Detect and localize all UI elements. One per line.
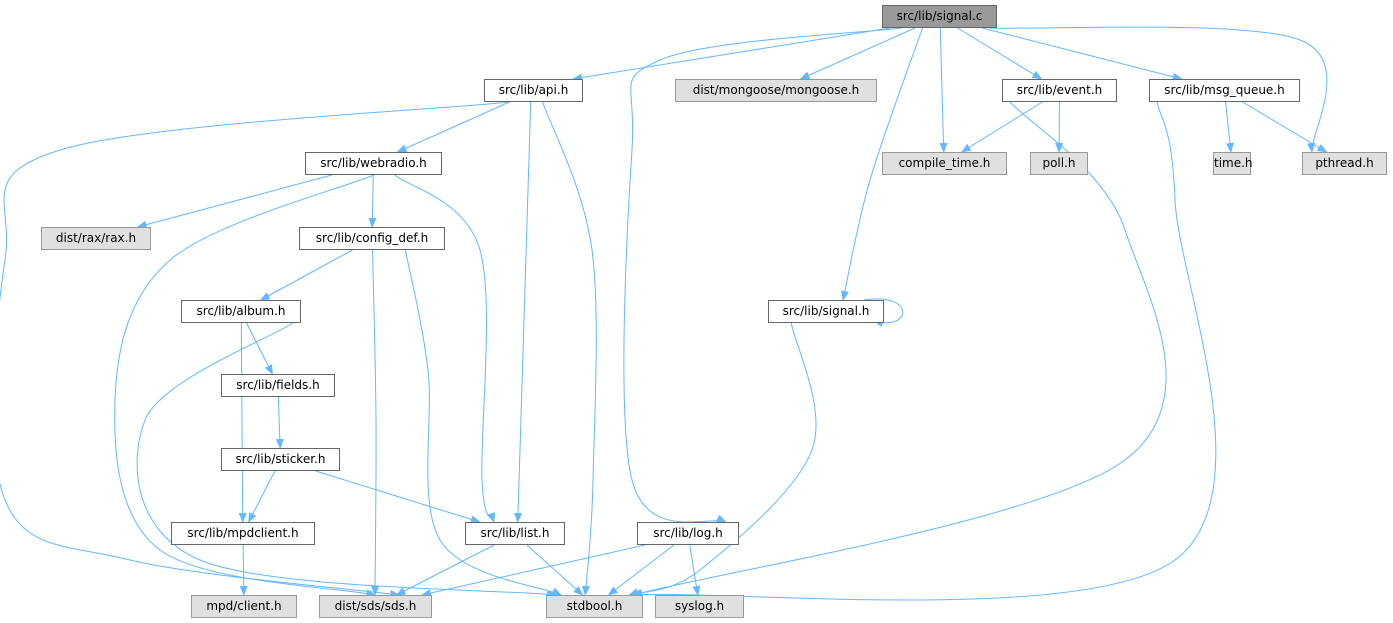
edge-api_h-to-stdbool xyxy=(542,101,597,596)
edge-signal_h-to-stdbool xyxy=(628,322,817,596)
node-fields[interactable]: src/lib/fields.h xyxy=(221,374,335,397)
edge-signal_c-to-api_h xyxy=(572,27,891,82)
edge-msg_queue-to-pthread xyxy=(1242,101,1328,153)
node-mongoose[interactable]: dist/mongoose/mongoose.h xyxy=(675,79,877,102)
edge-signal_c-to-mongoose xyxy=(799,27,916,80)
node-event-h[interactable]: src/lib/event.h xyxy=(1002,79,1117,102)
node-poll[interactable]: poll.h xyxy=(1030,152,1088,175)
edge-signal_c-to-signal_h xyxy=(841,27,923,301)
edge-album-to-fields xyxy=(246,322,273,375)
edge-list-to-sds xyxy=(395,544,495,596)
edge-log-to-sds xyxy=(421,544,646,597)
edge-signal_c-to-compile_time xyxy=(939,27,948,153)
edge-webradio-to-sds xyxy=(114,174,377,598)
edge-sticker-to-mpdclient xyxy=(248,470,276,523)
edge-msg_queue-to-time xyxy=(1225,101,1234,153)
edge-event_h-to-stdbool xyxy=(632,101,1167,597)
node-mpd-client[interactable]: mpd/client.h xyxy=(191,595,297,618)
node-pthread[interactable]: pthread.h xyxy=(1302,152,1387,175)
edge-api_h-to-list xyxy=(514,101,532,523)
edge-signal_c-to-event_h xyxy=(957,27,1043,80)
node-mpdclient[interactable]: src/lib/mpdclient.h xyxy=(171,522,315,545)
edge-signal_h-to-signal_h xyxy=(863,298,904,328)
node-config-def[interactable]: src/lib/config_def.h xyxy=(299,227,445,250)
edge-fields-to-sticker xyxy=(275,396,284,449)
edge-config_def-to-sds xyxy=(371,249,380,596)
node-signal-c[interactable]: src/lib/signal.c xyxy=(882,5,997,28)
node-time[interactable]: time.h xyxy=(1213,152,1253,175)
edge-log-to-syslog xyxy=(689,544,701,596)
edge-sticker-to-list xyxy=(315,470,481,524)
edge-list-to-stdbool xyxy=(526,544,584,596)
node-list[interactable]: src/lib/list.h xyxy=(465,522,565,545)
node-webradio[interactable]: src/lib/webradio.h xyxy=(305,152,442,175)
node-syslog[interactable]: syslog.h xyxy=(655,595,744,618)
edge-signal_c-to-log xyxy=(623,27,902,523)
node-log[interactable]: src/lib/log.h xyxy=(637,522,739,545)
edge-webradio-to-rax xyxy=(136,174,333,229)
node-sds[interactable]: dist/sds/sds.h xyxy=(319,595,432,618)
node-stdbool[interactable]: stdbool.h xyxy=(546,595,643,618)
edge-mpdclient-to-mpd_client xyxy=(239,544,248,596)
edge-api_h-to-sds xyxy=(0,101,510,598)
edge-signal_c-to-pthread xyxy=(988,26,1328,153)
edge-webradio-to-list xyxy=(394,174,496,523)
edge-signal_c-to-msg_queue xyxy=(982,27,1183,81)
edge-config_def-to-album xyxy=(259,249,353,301)
edge-api_h-to-webradio xyxy=(396,101,510,153)
node-album[interactable]: src/lib/album.h xyxy=(181,300,301,323)
node-rax[interactable]: dist/rax/rax.h xyxy=(41,227,151,250)
edge-event_h-to-compile_time xyxy=(960,101,1043,153)
edge-webradio-to-config_def xyxy=(368,174,377,228)
node-api-h[interactable]: src/lib/api.h xyxy=(484,79,583,102)
edge-msg_queue-to-stdbool xyxy=(632,101,1217,601)
edge-config_def-to-stdbool xyxy=(404,249,563,596)
edge-log-to-stdbool xyxy=(607,544,675,596)
edge-album-to-mpdclient xyxy=(238,322,247,523)
node-sticker[interactable]: src/lib/sticker.h xyxy=(221,448,340,471)
node-signal-h[interactable]: src/lib/signal.h xyxy=(768,300,884,323)
node-compile-time[interactable]: compile_time.h xyxy=(882,152,1007,175)
node-msg-queue[interactable]: src/lib/msg_queue.h xyxy=(1149,79,1300,102)
edge-album-to-stdbool xyxy=(136,322,557,599)
